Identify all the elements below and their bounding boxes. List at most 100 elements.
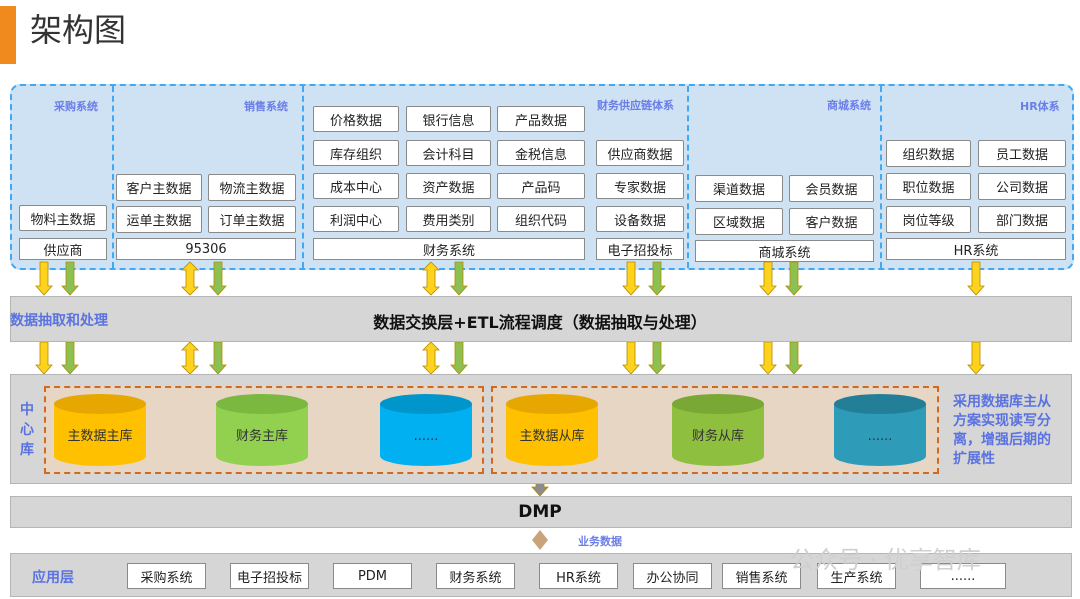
data-item: 订单主数据 — [208, 206, 296, 233]
data-item: 部门数据 — [978, 206, 1066, 233]
dmp-app-link-icon — [532, 530, 548, 550]
data-flow-arrow-green — [648, 261, 666, 296]
exchange-side-label: 数据抽取和处理 — [10, 313, 108, 329]
data-flow-arrow-yellow — [967, 341, 985, 375]
database-cylinder: 财务主库 — [216, 394, 308, 466]
data-flow-arrow-yellow — [967, 261, 985, 296]
data-item: 成本中心 — [313, 173, 399, 199]
exchange-layer-title: 数据交换层+ETL流程调度（数据抽取与处理） — [373, 313, 707, 332]
data-item: 库存组织 — [313, 140, 399, 166]
data-item: 产品码 — [497, 173, 585, 199]
source-system-box: 95306 — [116, 238, 296, 260]
data-flow-arrow-yellow — [622, 261, 640, 296]
data-item: 员工数据 — [978, 140, 1066, 167]
database-cylinder: 财务从库 — [672, 394, 764, 466]
app-box: 办公协同 — [633, 563, 712, 589]
data-item: 客户数据 — [789, 208, 874, 235]
application-layer-label: 应用层 — [32, 570, 74, 586]
watermark: 公众号 · 优享智库 — [790, 546, 981, 574]
data-item: 物料主数据 — [19, 205, 107, 231]
data-item: 渠道数据 — [695, 175, 783, 202]
section-divider — [880, 86, 882, 268]
section-divider — [302, 86, 304, 268]
data-flow-arrow-green — [450, 261, 468, 296]
data-item: 费用类别 — [406, 206, 491, 232]
database-label: ...... — [868, 429, 893, 444]
section-title-hr: HR体系 — [1020, 100, 1060, 113]
dmp-band — [10, 496, 1072, 528]
source-system-box: 商城系统 — [695, 240, 874, 262]
dmp-title: DMP — [518, 502, 562, 522]
database-cylinder: 主数据主库 — [54, 394, 146, 466]
business-data-label: 业务数据 — [578, 535, 622, 548]
data-item: 设备数据 — [596, 206, 684, 232]
app-box: 生产系统 — [817, 563, 896, 589]
app-box: 采购系统 — [127, 563, 206, 589]
database-label: 主数据主库 — [67, 428, 132, 444]
app-box: 电子招投标 — [230, 563, 309, 589]
database-cylinder: ...... — [380, 394, 472, 466]
data-item: 产品数据 — [497, 106, 585, 132]
data-flow-arrow-yellow — [759, 261, 777, 296]
title-accent-bar — [0, 6, 16, 64]
data-flow-arrow-yellow — [35, 341, 53, 375]
sync-arrow — [422, 261, 440, 296]
data-item: 利润中心 — [313, 206, 399, 232]
section-title-shangcheng: 商城系统 — [827, 99, 871, 112]
app-box: ...... — [920, 563, 1006, 589]
database-label: 主数据从库 — [519, 428, 584, 444]
section-divider — [112, 86, 114, 268]
data-item: 岗位等级 — [886, 206, 971, 233]
data-flow-arrow-yellow — [759, 341, 777, 375]
source-system-box: 供应商 — [19, 238, 107, 260]
read-write-note: 采用数据库主从方案实现读写分离，增强后期的扩展性 — [953, 394, 1051, 467]
page-title: 架构图 — [30, 11, 127, 49]
app-box: PDM — [333, 563, 412, 589]
data-flow-arrow-green — [209, 341, 227, 375]
data-item: 会计科目 — [406, 140, 491, 166]
source-system-box: HR系统 — [886, 238, 1066, 260]
app-box: 销售系统 — [722, 563, 801, 589]
data-flow-arrow-green — [61, 341, 79, 375]
data-flow-arrow-green — [61, 261, 79, 296]
data-item: 组织代码 — [497, 206, 585, 232]
data-item: 职位数据 — [886, 173, 971, 200]
data-flow-arrow-green — [209, 261, 227, 296]
source-system-box: 财务系统 — [313, 238, 585, 260]
exchange-layer-band — [10, 296, 1072, 342]
sync-arrow — [181, 261, 199, 296]
data-item: 金税信息 — [497, 140, 585, 166]
app-box: HR系统 — [539, 563, 618, 589]
data-item: 物流主数据 — [208, 174, 296, 201]
data-item: 区域数据 — [695, 208, 783, 235]
database-label: ...... — [414, 429, 439, 444]
data-flow-arrow-green — [450, 341, 468, 375]
section-title-caiwu: 财务供应链体系 — [597, 99, 674, 112]
data-item: 公司数据 — [978, 173, 1066, 200]
section-title-caigou: 采购系统 — [54, 100, 98, 113]
source-system-box: 电子招投标 — [596, 238, 684, 260]
data-flow-arrow-green — [785, 341, 803, 375]
database-label: 财务主库 — [236, 428, 288, 444]
section-divider — [687, 86, 689, 268]
data-flow-arrow-yellow — [622, 341, 640, 375]
database-cylinder: ...... — [834, 394, 926, 466]
data-flow-arrow-green — [648, 341, 666, 375]
data-item: 组织数据 — [886, 140, 971, 167]
data-item: 客户主数据 — [116, 174, 202, 201]
data-flow-arrow-green — [785, 261, 803, 296]
database-cylinder: 主数据从库 — [506, 394, 598, 466]
app-box: 财务系统 — [436, 563, 515, 589]
data-item: 资产数据 — [406, 173, 491, 199]
data-item: 供应商数据 — [596, 140, 684, 166]
data-item: 价格数据 — [313, 106, 399, 132]
data-item: 银行信息 — [406, 106, 491, 132]
data-item: 会员数据 — [789, 175, 874, 202]
center-library-label: 中心库 — [20, 402, 34, 458]
database-label: 财务从库 — [692, 428, 744, 444]
data-flow-arrow-yellow — [35, 261, 53, 296]
data-item: 运单主数据 — [116, 206, 202, 233]
section-title-xiaoshou: 销售系统 — [244, 100, 288, 113]
